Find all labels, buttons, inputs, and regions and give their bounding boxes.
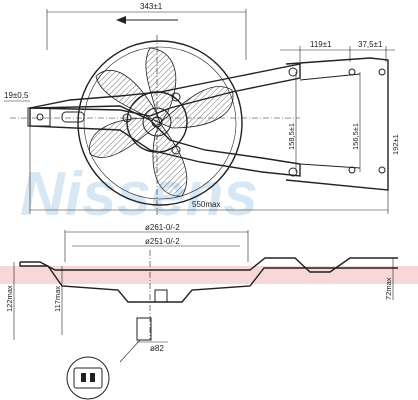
mount-hole (378, 68, 386, 76)
dim-ring-inner: ø251-0/-2 (145, 237, 180, 246)
dim-right-edge: 37,5±1 (358, 40, 383, 49)
fan-inner-circle (83, 46, 237, 200)
left-mount-tab (27, 107, 51, 127)
rotation-arrow-icon (116, 16, 178, 24)
bracket-rail (299, 73, 361, 81)
dim-depth-right: 72max (384, 277, 393, 300)
mount-hole (378, 166, 386, 174)
dim-inner-height: 158,5±1 (287, 123, 296, 150)
dim-ring-outer: ø261-0/-2 (145, 223, 180, 232)
dim-mount-height-b: 192±1 (391, 134, 400, 155)
dim-shroud-width: 343±1 (140, 2, 163, 11)
watermark: Nissens (20, 160, 258, 229)
dim-depth-total: 122max (5, 285, 14, 312)
connector-detail-icon (66, 356, 110, 400)
side-profile-lower (19, 262, 398, 303)
dim-mount-height-a: 156,5±1 (351, 123, 360, 150)
slot (61, 111, 85, 123)
dim-motor-dia: ø82 (150, 344, 164, 353)
motor-connector (136, 317, 152, 341)
dim-depth-fan: 117max (53, 286, 62, 312)
bracket-frame-right (285, 57, 389, 191)
mount-hole (348, 166, 356, 174)
mount-hole (348, 68, 356, 76)
dim-left-height: 19±0,5 (4, 91, 29, 100)
mount-hole (288, 67, 298, 77)
motor-screw (171, 92, 181, 102)
side-connector (154, 289, 168, 303)
mount-hole (288, 167, 298, 177)
callout-leader (119, 339, 141, 363)
mount-hole (36, 113, 44, 121)
dim-overall-width: 550max (192, 200, 220, 209)
motor-screw (171, 145, 181, 155)
fan-shroud-circle (77, 40, 243, 206)
bracket-arm-lower (29, 105, 301, 177)
dim-right-offset: 119±1 (310, 40, 332, 49)
